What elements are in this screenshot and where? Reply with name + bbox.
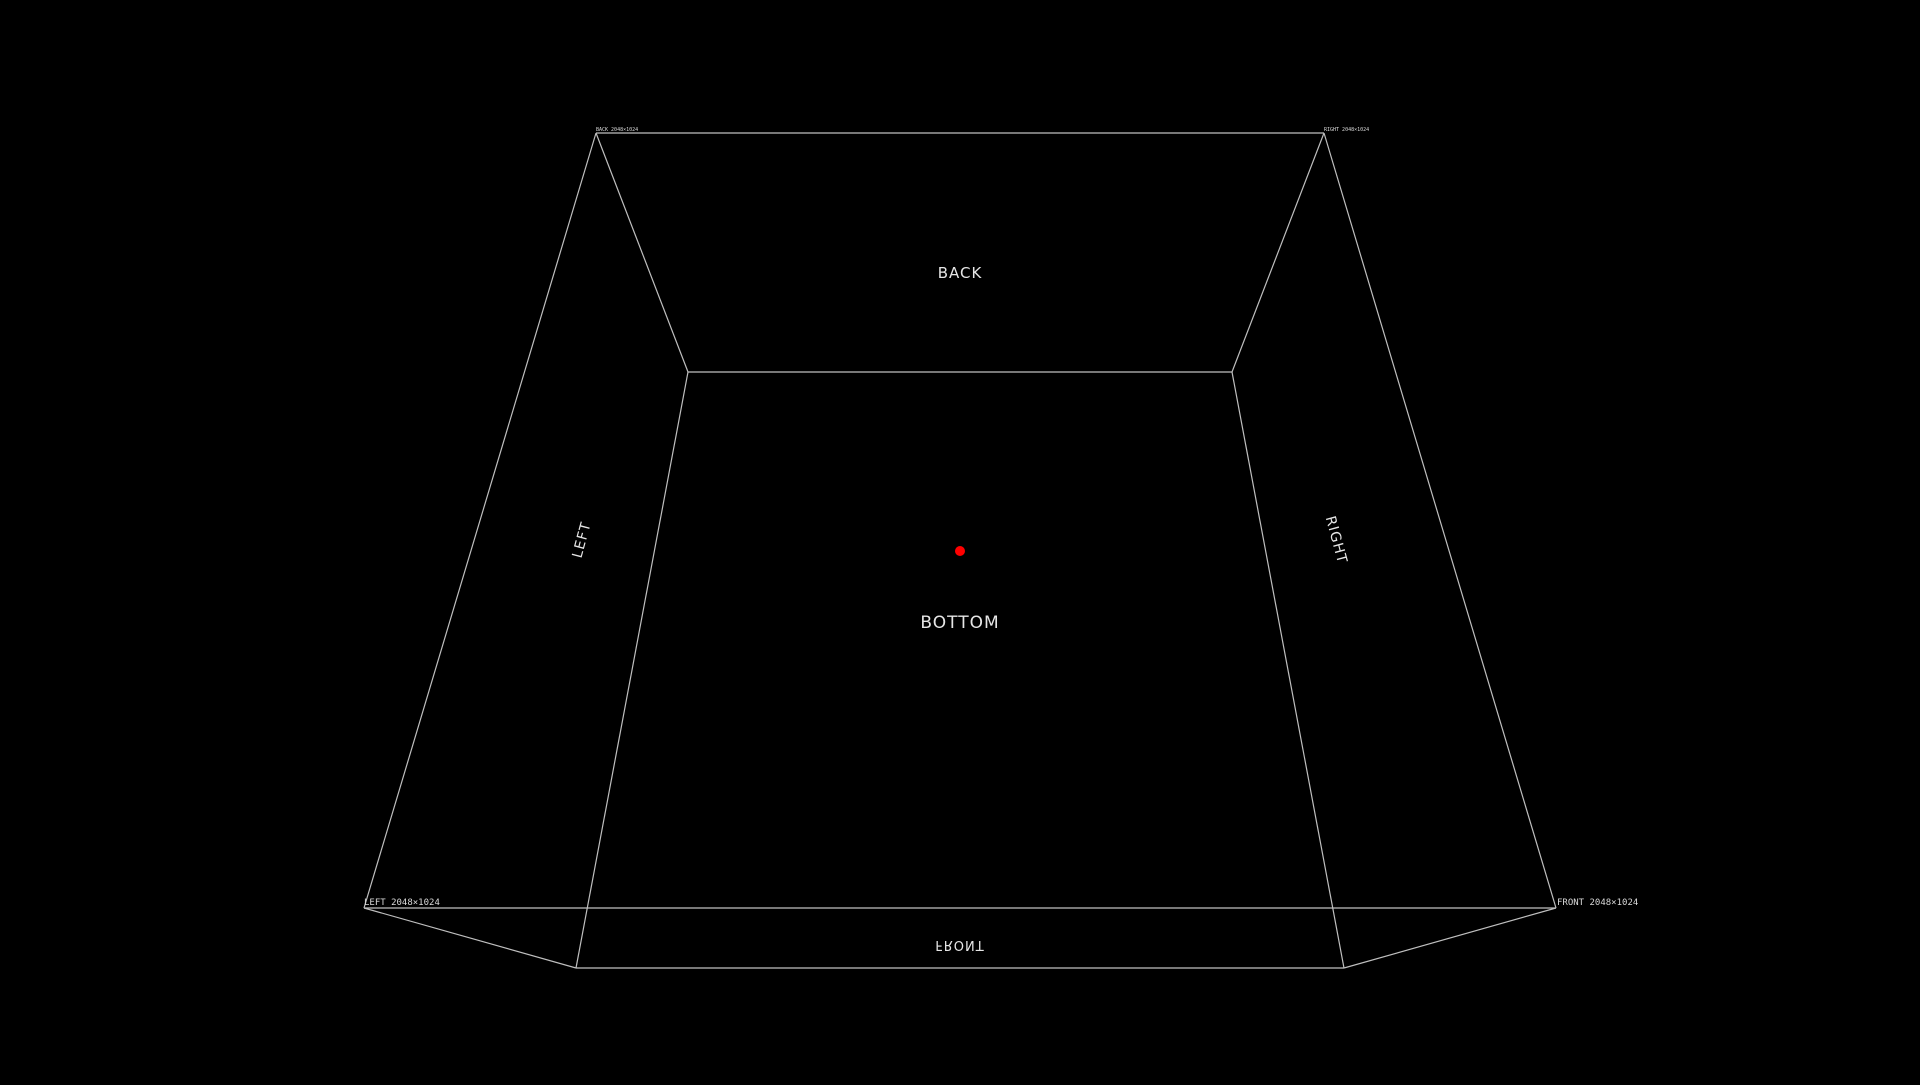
edge-left-outer — [363, 132, 597, 909]
edge-back-left — [595, 132, 689, 373]
corner-tag-back: BACK 2048×1024 — [596, 127, 638, 133]
edge-front-left — [363, 907, 577, 969]
edge-right-outer — [1323, 132, 1557, 909]
face-label-front: FRONT — [935, 937, 984, 952]
corner-tag-front: FRONT 2048×1024 — [1557, 898, 1638, 908]
corner-tag-left: LEFT 2048×1024 — [364, 898, 440, 908]
edge-bottom-left — [575, 371, 689, 969]
edge-bottom-right — [1231, 371, 1345, 969]
face-label-left: LEFT — [570, 520, 595, 560]
face-label-back: BACK — [938, 264, 983, 282]
center-marker[interactable] — [955, 546, 965, 556]
face-label-right: RIGHT — [1322, 514, 1350, 565]
corner-tag-right: RIGHT 2048×1024 — [1324, 127, 1369, 133]
face-label-bottom: BOTTOM — [920, 613, 999, 633]
edge-back-right — [1231, 132, 1325, 373]
edge-front-right — [1343, 907, 1557, 969]
